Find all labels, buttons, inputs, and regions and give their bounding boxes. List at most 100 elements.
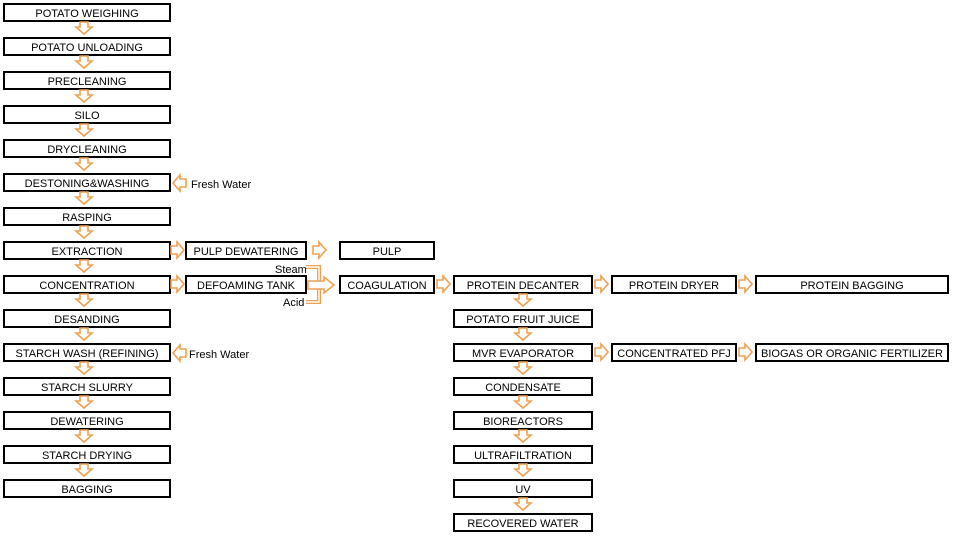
box-recovered-water: RECOVERED WATER bbox=[453, 513, 593, 532]
box-pulp: PULP bbox=[339, 241, 435, 260]
down-arrow-juice-2 bbox=[512, 327, 534, 342]
svg-text:DEWATERING: DEWATERING bbox=[50, 416, 123, 428]
svg-text:POTATO UNLOADING: POTATO UNLOADING bbox=[31, 42, 143, 54]
svg-text:COAGULATION: COAGULATION bbox=[347, 280, 426, 292]
box-uv: UV bbox=[453, 479, 593, 498]
svg-text:EXTRACTION: EXTRACTION bbox=[52, 246, 123, 258]
svg-text:DEFOAMING TANK: DEFOAMING TANK bbox=[197, 280, 296, 292]
fresh-water-arrow-1 bbox=[171, 172, 187, 194]
svg-text:PROTEIN DRYER: PROTEIN DRYER bbox=[629, 280, 719, 292]
box-biogas-fertilizer: BIOGAS OR ORGANIC FERTILIZER bbox=[755, 343, 949, 362]
arrow-coagulation-to-decanter bbox=[436, 273, 452, 295]
svg-text:RASPING: RASPING bbox=[62, 212, 112, 224]
box-drycleaning: DRYCLEANING bbox=[3, 139, 171, 158]
box-potato-unloading: POTATO UNLOADING bbox=[3, 37, 171, 56]
svg-text:MVR EVAPORATOR: MVR EVAPORATOR bbox=[472, 348, 574, 360]
svg-text:RECOVERED WATER: RECOVERED WATER bbox=[467, 518, 578, 530]
acid-connector bbox=[306, 288, 321, 304]
svg-text:BIOREACTORS: BIOREACTORS bbox=[483, 416, 563, 428]
down-arrow-main-1 bbox=[73, 21, 95, 36]
box-starch-wash: STARCH WASH (REFINING) bbox=[3, 343, 171, 362]
down-arrow-juice-7 bbox=[512, 497, 534, 512]
down-arrow-juice-1 bbox=[512, 293, 534, 308]
svg-text:ULTRAFILTRATION: ULTRAFILTRATION bbox=[474, 450, 572, 462]
svg-text:CONCENTRATION: CONCENTRATION bbox=[39, 280, 134, 292]
svg-text:PRECLEANING: PRECLEANING bbox=[48, 76, 127, 88]
arrow-extraction-to-pulp-dewatering bbox=[170, 239, 186, 261]
box-coagulation: COAGULATION bbox=[339, 275, 435, 294]
box-defoaming-tank: DEFOAMING TANK bbox=[185, 275, 307, 294]
box-pulp-dewatering: PULP DEWATERING bbox=[185, 241, 307, 260]
box-protein-bagging: PROTEIN BAGGING bbox=[755, 275, 949, 294]
down-arrow-main-12 bbox=[73, 395, 95, 410]
box-extraction: EXTRACTION bbox=[3, 241, 171, 260]
arrow-pfj-to-biogas bbox=[738, 341, 754, 363]
box-concentrated-pfj: CONCENTRATED PFJ bbox=[611, 343, 737, 362]
label-acid: Acid bbox=[283, 297, 304, 309]
svg-text:CONCENTRATED PFJ: CONCENTRATED PFJ bbox=[617, 348, 730, 360]
arrow-pulp-dewatering-to-pulp bbox=[312, 239, 328, 261]
box-protein-dryer: PROTEIN DRYER bbox=[611, 275, 737, 294]
box-concentration: CONCENTRATION bbox=[3, 275, 171, 294]
svg-text:PROTEIN BAGGING: PROTEIN BAGGING bbox=[800, 280, 903, 292]
box-bagging: BAGGING bbox=[3, 479, 171, 498]
arrow-decanter-to-protein-dryer bbox=[594, 273, 610, 295]
label-steam: Steam bbox=[275, 264, 307, 276]
svg-text:SILO: SILO bbox=[74, 110, 100, 122]
down-arrow-main-6 bbox=[73, 191, 95, 206]
label-fresh-water-2: Fresh Water bbox=[189, 349, 249, 361]
down-arrow-main-7 bbox=[73, 225, 95, 240]
svg-text:DESANDING: DESANDING bbox=[54, 314, 119, 326]
box-dewatering: DEWATERING bbox=[3, 411, 171, 430]
box-mvr-evaporator: MVR EVAPORATOR bbox=[453, 343, 593, 362]
box-silo: SILO bbox=[3, 105, 171, 124]
svg-text:STARCH SLURRY: STARCH SLURRY bbox=[41, 382, 134, 394]
svg-text:POTATO FRUIT JUICE: POTATO FRUIT JUICE bbox=[466, 314, 579, 326]
down-arrow-juice-3 bbox=[512, 361, 534, 376]
down-arrow-main-3 bbox=[73, 89, 95, 104]
down-arrow-main-11 bbox=[73, 361, 95, 376]
svg-text:DESTONING&WASHING: DESTONING&WASHING bbox=[25, 178, 150, 190]
down-arrow-main-2 bbox=[73, 55, 95, 70]
svg-text:POTATO WEIGHING: POTATO WEIGHING bbox=[35, 8, 138, 20]
down-arrow-main-8 bbox=[73, 259, 95, 274]
down-arrow-main-13 bbox=[73, 429, 95, 444]
arrow-concentration-to-defoaming bbox=[170, 273, 186, 295]
box-starch-slurry: STARCH SLURRY bbox=[3, 377, 171, 396]
svg-text:PULP: PULP bbox=[373, 246, 402, 258]
box-rasping: RASPING bbox=[3, 207, 171, 226]
arrow-mvr-to-concentrated-pfj bbox=[594, 341, 610, 363]
down-arrow-main-4 bbox=[73, 123, 95, 138]
down-arrow-juice-6 bbox=[512, 463, 534, 478]
svg-text:DRYCLEANING: DRYCLEANING bbox=[47, 144, 126, 156]
down-arrow-main-14 bbox=[73, 463, 95, 478]
box-potato-weighing: POTATO WEIGHING bbox=[3, 3, 171, 22]
box-potato-fruit-juice: POTATO FRUIT JUICE bbox=[453, 309, 593, 328]
svg-text:UV: UV bbox=[515, 484, 531, 496]
box-precleaning: PRECLEANING bbox=[3, 71, 171, 90]
down-arrow-juice-4 bbox=[512, 395, 534, 410]
svg-text:STARCH DRYING: STARCH DRYING bbox=[42, 450, 132, 462]
svg-text:PULP DEWATERING: PULP DEWATERING bbox=[194, 246, 299, 258]
fresh-water-arrow-2 bbox=[171, 342, 187, 364]
box-desanding: DESANDING bbox=[3, 309, 171, 328]
svg-text:BAGGING: BAGGING bbox=[61, 484, 112, 496]
svg-text:STARCH WASH (REFINING): STARCH WASH (REFINING) bbox=[16, 348, 159, 360]
box-ultrafiltration: ULTRAFILTRATION bbox=[453, 445, 593, 464]
svg-text:CONDENSATE: CONDENSATE bbox=[485, 382, 561, 394]
down-arrow-juice-5 bbox=[512, 429, 534, 444]
arrow-protein-dryer-to-bagging bbox=[738, 273, 754, 295]
box-destoning-washing: DESTONING&WASHING bbox=[3, 173, 171, 192]
box-condensate: CONDENSATE bbox=[453, 377, 593, 396]
arrow-defoaming-to-coagulation bbox=[307, 275, 336, 295]
down-arrow-main-9 bbox=[73, 293, 95, 308]
svg-text:PROTEIN DECANTER: PROTEIN DECANTER bbox=[467, 280, 580, 292]
box-starch-drying: STARCH DRYING bbox=[3, 445, 171, 464]
box-protein-decanter: PROTEIN DECANTER bbox=[453, 275, 593, 294]
down-arrow-main-5 bbox=[73, 157, 95, 172]
svg-text:BIOGAS OR ORGANIC FERTILIZER: BIOGAS OR ORGANIC FERTILIZER bbox=[761, 348, 943, 360]
box-bioreactors: BIOREACTORS bbox=[453, 411, 593, 430]
label-fresh-water-1: Fresh Water bbox=[191, 179, 251, 191]
down-arrow-main-10 bbox=[73, 327, 95, 342]
